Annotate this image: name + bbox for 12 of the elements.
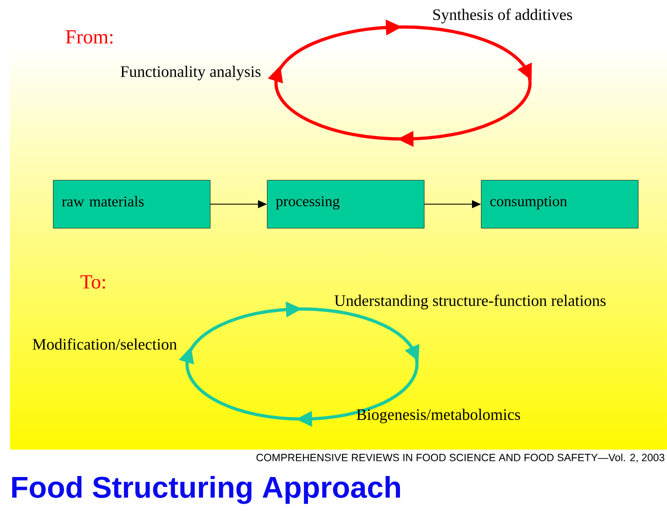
text-label: Understanding structure-function relations [334,294,606,310]
text-label: Modification/selection [32,338,177,350]
text-label: To: [80,275,105,289]
process-box: consumption [481,180,638,228]
text-label: From: [66,30,112,44]
text-label: Biogenesis/metabolomics [356,408,520,424]
process-box: processing [267,180,424,228]
text-label: Functionality analysis [120,66,261,80]
text-label: Synthesis of additives [433,8,572,24]
text-label: COMPREHENSIVE REVIEWS IN FOOD SCIENCE AND FOOD SAFETY—Vol. 2, 2003 [256,454,664,462]
process-box: raw materials [53,180,210,228]
title: Food Structuring Approach [12,476,400,504]
